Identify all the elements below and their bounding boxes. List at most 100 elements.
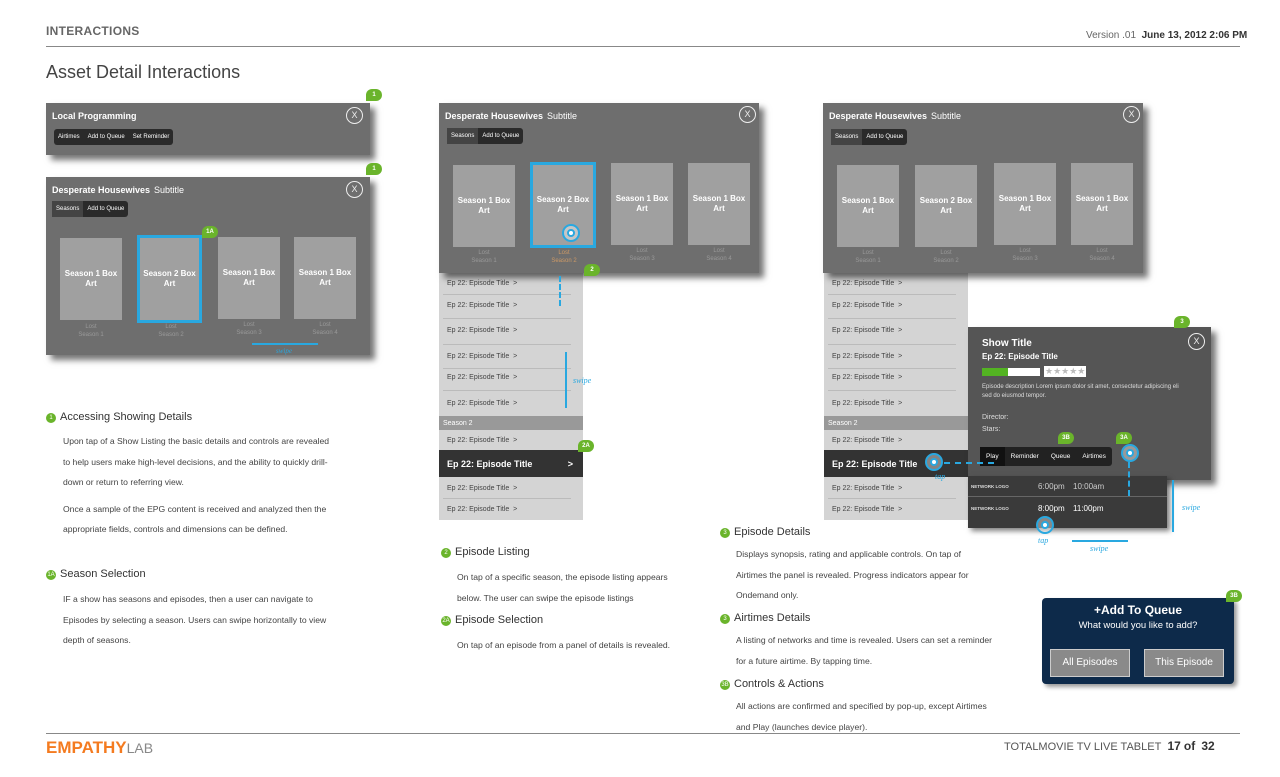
airtime-slot[interactable]: 10:00am bbox=[1073, 482, 1105, 491]
episode-row[interactable]: Ep 22: Episode Title > bbox=[832, 327, 903, 334]
page-title: Asset Detail Interactions bbox=[46, 62, 241, 82]
local-programming-panel: Local Programming X Airtimes Add to Queu… bbox=[46, 103, 370, 155]
play-button[interactable]: Play bbox=[980, 447, 1005, 466]
row-divider bbox=[443, 294, 571, 295]
episode-row[interactable]: Ep 22: Episode Title > bbox=[832, 280, 903, 287]
tap-indicator-icon bbox=[925, 453, 943, 471]
reminder-button[interactable]: Reminder bbox=[1010, 453, 1039, 460]
row-divider bbox=[443, 344, 571, 345]
close-button[interactable]: X bbox=[346, 181, 363, 198]
season-box-art[interactable]: Season 1 Box Art bbox=[453, 165, 515, 247]
episode-row[interactable]: Ep 22: Episode Title > bbox=[447, 280, 518, 287]
episode-row[interactable]: Ep 22: Episode Title > bbox=[447, 374, 518, 381]
episode-row[interactable]: Ep 22: Episode Title > bbox=[447, 302, 518, 309]
episode-row-selected[interactable]: Ep 22: Episode Title> bbox=[439, 450, 583, 477]
add-to-queue-button[interactable]: Add to Queue bbox=[87, 134, 125, 140]
season-box-art[interactable]: Season 1 Box Art bbox=[218, 237, 280, 319]
episode-row[interactable]: Ep 22: Episode Title > bbox=[832, 485, 903, 492]
close-button[interactable]: X bbox=[1123, 106, 1140, 123]
episode-row[interactable]: Ep 22: Episode Title > bbox=[447, 437, 518, 444]
season-header: Season 2 bbox=[824, 416, 968, 430]
season-box-art[interactable]: Season 1 Box Art bbox=[994, 163, 1056, 245]
this-episode-button[interactable]: This Episode bbox=[1144, 649, 1224, 677]
seasons-button[interactable]: Seasons bbox=[447, 128, 479, 144]
season-box-art-selected[interactable]: Season 2 Box Art bbox=[137, 235, 202, 323]
add-to-queue-button[interactable]: Add to Queue bbox=[866, 134, 904, 140]
episode-row[interactable]: Ep 22: Episode Title > bbox=[832, 302, 903, 309]
episode-row[interactable]: Ep 22: Episode Title > bbox=[832, 506, 903, 513]
close-button[interactable]: X bbox=[346, 107, 363, 124]
queue-button[interactable]: Queue bbox=[1050, 453, 1071, 460]
add-to-queue-button[interactable]: Add to Queue bbox=[87, 206, 125, 212]
swipe-hint: swipe bbox=[1090, 544, 1109, 553]
season-box-art[interactable]: Season 1 Box Art bbox=[688, 163, 750, 245]
season-box-art[interactable]: Season 1 Box Art bbox=[294, 237, 356, 319]
episode-row[interactable]: Ep 22: Episode Title > bbox=[447, 400, 518, 407]
episode-row[interactable]: Ep 22: Episode Title > bbox=[447, 506, 518, 513]
director-label: Director: bbox=[982, 414, 1009, 421]
airtime-slot[interactable]: 8:00pm bbox=[1038, 504, 1065, 513]
row-divider bbox=[828, 318, 956, 319]
airtimes-button[interactable]: Airtimes bbox=[1082, 453, 1106, 460]
popup-title: +Add To Queue bbox=[1093, 603, 1183, 617]
season-box-art[interactable]: Season 1 Box Art bbox=[837, 165, 899, 247]
episode-row[interactable]: Ep 22: Episode Title > bbox=[832, 437, 903, 444]
add-to-queue-button[interactable]: Add to Queue bbox=[482, 133, 520, 139]
callout-badge-3b: 3B bbox=[1058, 432, 1074, 444]
episode-row[interactable]: Ep 22: Episode Title > bbox=[832, 374, 903, 381]
episode-row[interactable]: Ep 22: Episode Title > bbox=[447, 327, 518, 334]
callout-badge-1: 1 bbox=[366, 163, 382, 175]
add-to-queue-popup: +Add To Queue What would you like to add… bbox=[1042, 598, 1234, 684]
episode-list: Ep 22: Episode Title > Ep 22: Episode Ti… bbox=[824, 270, 976, 520]
rating-stars[interactable]: ★★★★★ bbox=[1044, 366, 1087, 377]
close-button[interactable]: X bbox=[1188, 333, 1205, 350]
detail-action-bar: Play Reminder Queue Airtimes bbox=[980, 447, 1112, 466]
callout-badge-3b: 3B bbox=[1226, 590, 1242, 602]
swipe-arrow-icon bbox=[252, 343, 318, 345]
episode-row[interactable]: Ep 22: Episode Title > bbox=[832, 353, 903, 360]
stars-label: Stars: bbox=[982, 426, 1001, 433]
row-divider bbox=[443, 368, 571, 369]
episode-row[interactable]: Ep 22: Episode Title > bbox=[832, 400, 903, 407]
tap-indicator-icon bbox=[1121, 444, 1139, 462]
set-reminder-button[interactable]: Set Reminder bbox=[132, 134, 170, 140]
dashed-arrow-icon bbox=[1128, 462, 1130, 496]
episode-list: Ep 22: Episode Title > Ep 22: Episode Ti… bbox=[439, 270, 583, 520]
season-box-art[interactable]: Season 2 Box Art bbox=[915, 165, 977, 247]
version-info: Version .01 June 13, 2012 2:06 PM bbox=[1086, 30, 1248, 41]
airtime-slot[interactable]: 6:00pm bbox=[1038, 482, 1065, 491]
action-bar: Seasons Add to Queue bbox=[831, 129, 908, 145]
section-body: A listing of networks and time is reveal… bbox=[736, 635, 993, 666]
action-bar: Seasons Add to Queue bbox=[447, 128, 524, 144]
callout-badge-3: 3 bbox=[1174, 316, 1190, 328]
footer-divider bbox=[46, 733, 1240, 734]
popup-question: What would you like to add? bbox=[1078, 620, 1198, 631]
section-label: INTERACTIONS bbox=[46, 24, 140, 38]
header-divider bbox=[46, 46, 1240, 47]
close-button[interactable]: X bbox=[739, 106, 756, 123]
season-box-art[interactable]: Season 1 Box Art bbox=[1071, 163, 1133, 245]
season-box-art[interactable]: Season 1 Box Art bbox=[611, 163, 673, 245]
seasons-button[interactable]: Seasons bbox=[52, 201, 84, 217]
empathylab-logo: EMPATHYLAB bbox=[46, 738, 154, 757]
row-divider bbox=[443, 318, 571, 319]
all-episodes-button[interactable]: All Episodes bbox=[1050, 649, 1130, 677]
airtime-slot[interactable]: 11:00pm bbox=[1073, 504, 1104, 513]
episode-row[interactable]: Ep 22: Episode Title > bbox=[447, 485, 518, 492]
airtimes-button[interactable]: Airtimes bbox=[58, 134, 80, 140]
season-box-art[interactable]: Season 1 Box Art bbox=[60, 238, 122, 320]
row-divider bbox=[828, 344, 956, 345]
seasons-button[interactable]: Seasons bbox=[831, 129, 863, 145]
episode-row[interactable]: Ep 22: Episode Title > bbox=[447, 353, 518, 360]
